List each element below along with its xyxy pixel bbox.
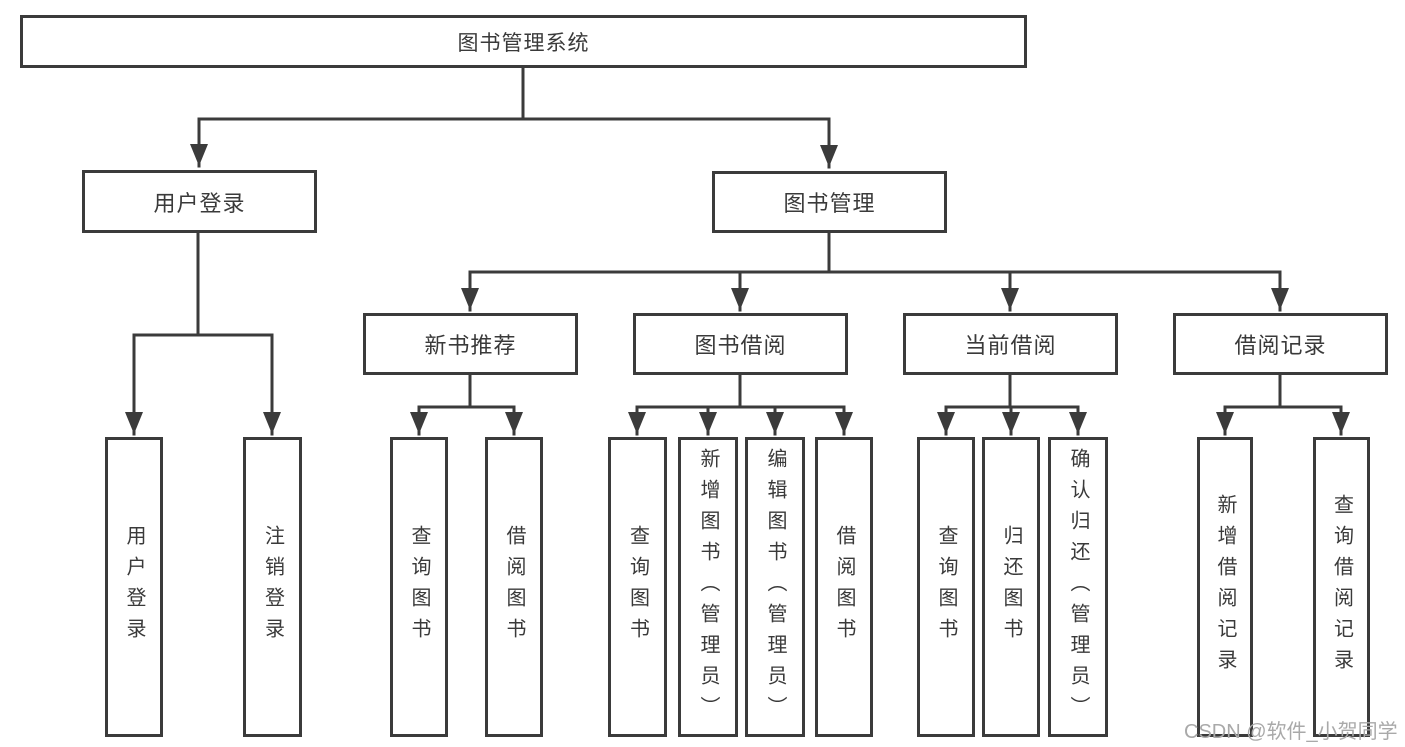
csdn-watermark: CSDN @软件_小贺同学 [1184,721,1398,743]
leaf-query-books-borrow: 查询图书 [608,437,667,737]
node-borrowing-records: 借阅记录 [1173,313,1388,375]
leaf-add-books-admin: 新增图书（管理员） [678,437,738,737]
leaf-confirm-return-admin: 确认归还（管理员） [1048,437,1108,737]
node-root: 图书管理系统 [20,15,1027,68]
leaf-query-books-recommend: 查询图书 [390,437,448,737]
leaf-borrow-books-recommend: 借阅图书 [485,437,543,737]
node-current-borrowing: 当前借阅 [903,313,1118,375]
node-user-login: 用户登录 [82,170,317,233]
leaf-logout: 注销登录 [243,437,302,737]
node-book-management: 图书管理 [712,171,947,233]
node-new-book-recommendation: 新书推荐 [363,313,578,375]
leaf-edit-books-admin: 编辑图书（管理员） [745,437,805,737]
leaf-query-borrow-record: 查询借阅记录 [1313,437,1370,737]
leaf-return-books: 归还图书 [982,437,1040,737]
leaf-query-books-current: 查询图书 [917,437,975,737]
leaf-borrow-books-borrow: 借阅图书 [815,437,873,737]
leaf-add-borrow-record: 新增借阅记录 [1197,437,1253,737]
leaf-user-login: 用户登录 [105,437,163,737]
node-book-borrowing: 图书借阅 [633,313,848,375]
